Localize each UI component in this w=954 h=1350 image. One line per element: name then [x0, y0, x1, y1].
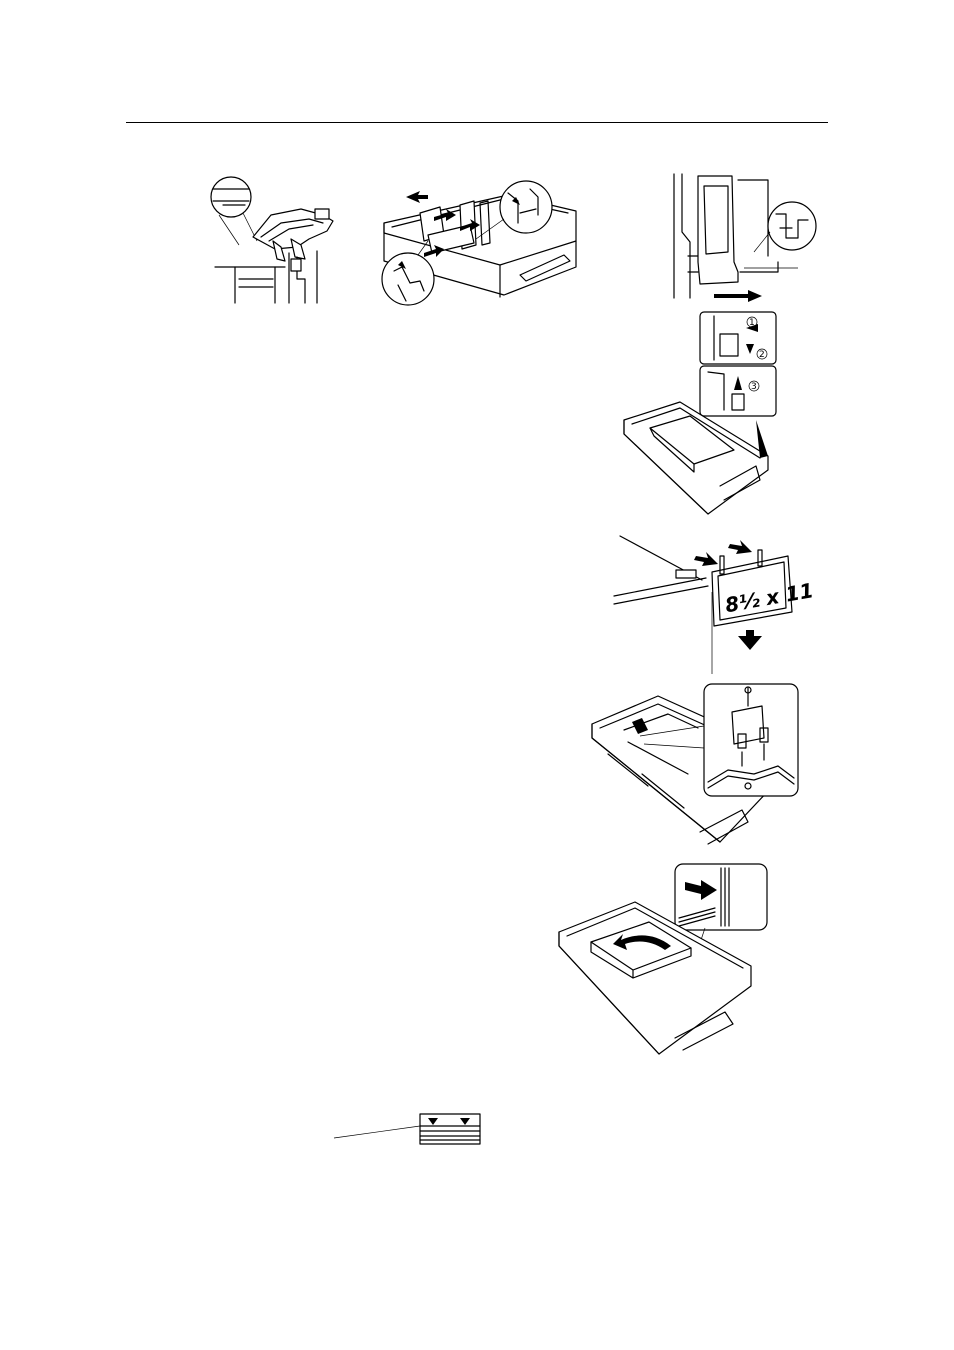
max-level-indicator-figure: [332, 1110, 484, 1152]
header-rule: [126, 122, 828, 123]
size-plate-figure: 8½ x 11: [610, 532, 800, 674]
drawer-removal-figure: [668, 172, 820, 302]
paper-guides-figure: [380, 175, 580, 308]
screw-fitting-figure: [588, 682, 803, 850]
main-unit-cover-figure: [205, 175, 340, 303]
svg-text:3: 3: [751, 382, 757, 392]
paper-load-figure: [555, 862, 770, 1057]
svg-text:2: 2: [759, 350, 765, 360]
svg-text:1: 1: [749, 318, 755, 328]
guide-lock-figure: 1 2 3: [620, 310, 780, 515]
